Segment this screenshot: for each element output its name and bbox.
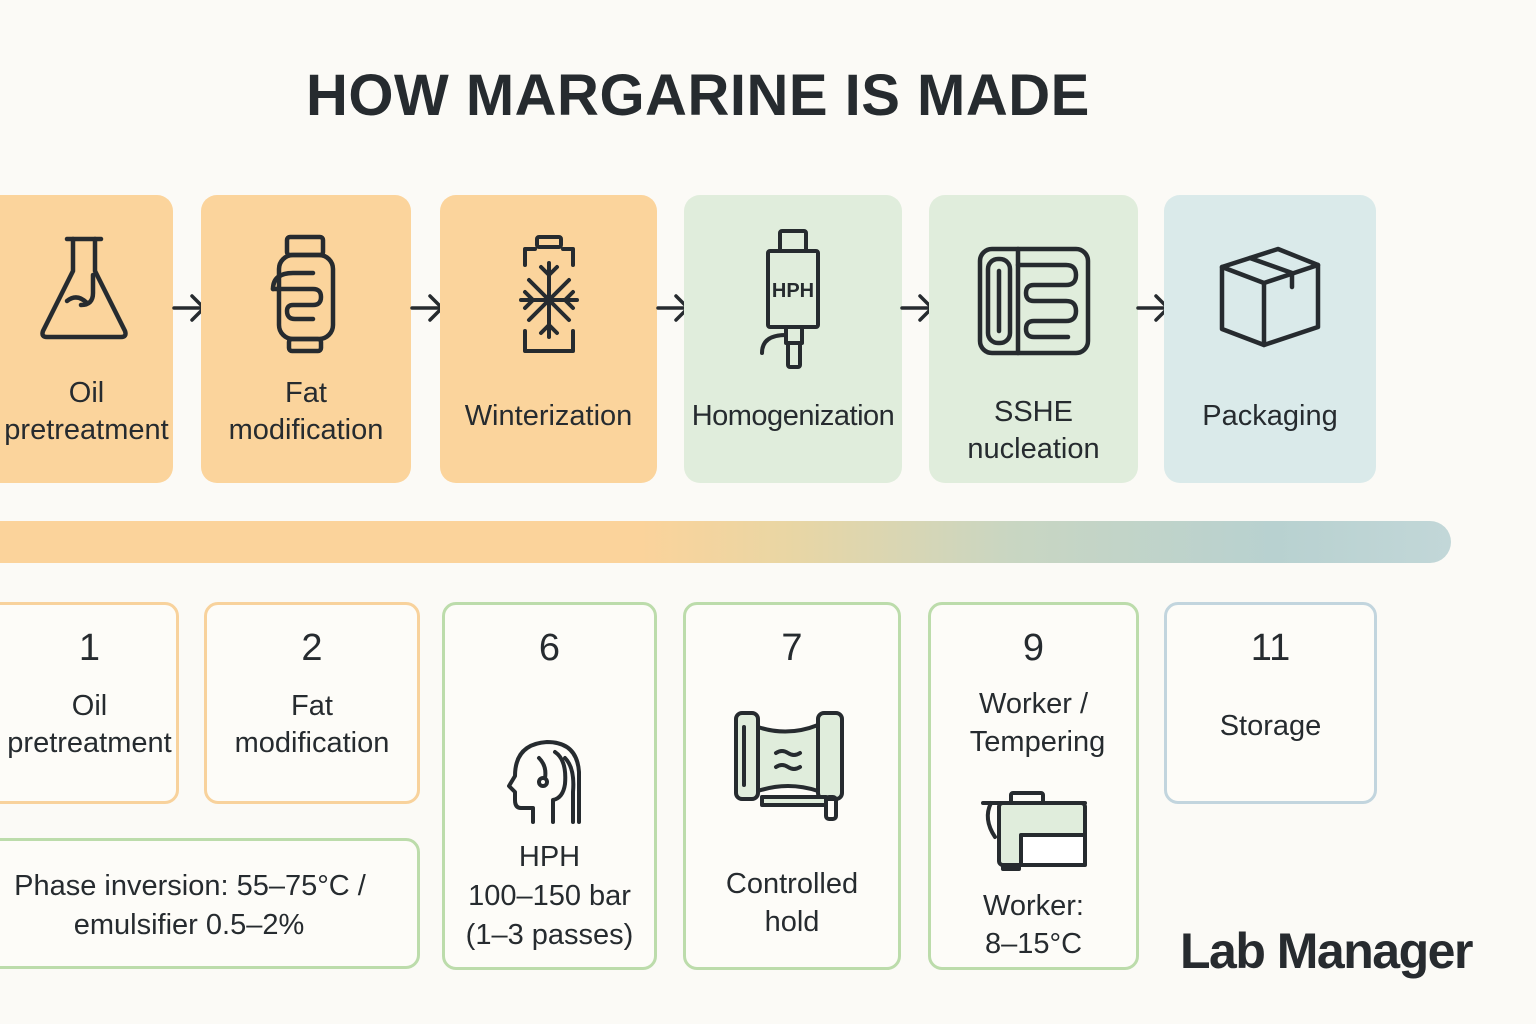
process-gradient-bar bbox=[0, 521, 1451, 563]
card-text-line3: Worker: bbox=[983, 890, 1084, 922]
phase-note-card: Phase inversion: 55–75°C / emulsifier 0.… bbox=[0, 838, 420, 969]
card-text-line1: Worker / bbox=[978, 688, 1089, 720]
step-label-line1: Fat bbox=[285, 377, 327, 409]
card-text-line4: 8–15°C bbox=[984, 928, 1083, 960]
card-text-line1: HPH bbox=[518, 841, 581, 873]
page-title: HOW MARGARINE IS MADE bbox=[306, 63, 1090, 128]
step-oil-pretreatment: Oil pretreatment bbox=[0, 195, 173, 483]
snowflake-container-icon bbox=[440, 235, 657, 355]
card-text-line2: hold bbox=[764, 906, 820, 938]
hph-text: HPH bbox=[772, 280, 814, 302]
card-text-line1: Fat bbox=[291, 690, 333, 722]
phase-note-line2: emulsifier 0.5–2% bbox=[73, 909, 305, 941]
detail-card-7: 7 Controlled hold bbox=[683, 602, 901, 970]
card-number: 2 bbox=[301, 627, 323, 669]
card-text-line2: 100–150 bar bbox=[468, 880, 631, 912]
step-label-line1: Homogenization bbox=[691, 400, 895, 432]
card-number: 7 bbox=[781, 627, 803, 669]
step-label-line1: Winterization bbox=[464, 400, 633, 432]
card-text-line2: Tempering bbox=[969, 726, 1106, 758]
step-label-line1: Oil bbox=[68, 377, 105, 409]
step-label-line1: Packaging bbox=[1202, 400, 1338, 432]
step-sshe-nucleation: SSHE nucleation bbox=[929, 195, 1138, 483]
card-text-line2: modification bbox=[234, 727, 390, 759]
homogenizer-icon: HPH bbox=[684, 229, 902, 373]
tank-coil-icon bbox=[201, 233, 411, 355]
detail-card-1: 1 Oil pretreatment bbox=[0, 602, 179, 804]
card-text-line1: Storage bbox=[1219, 710, 1322, 742]
card-number: 1 bbox=[78, 627, 101, 669]
card-text-line3: (1–3 passes) bbox=[465, 919, 634, 951]
detail-card-6: 6 HPH 100–150 bar (1–3 passes) bbox=[442, 602, 657, 970]
heat-exchanger-icon bbox=[929, 246, 1138, 356]
holding-tank-icon bbox=[734, 711, 844, 821]
flask-icon bbox=[0, 231, 173, 343]
detail-card-9: 9 Worker / Tempering Worker: 8–15°C bbox=[928, 602, 1139, 970]
box-icon bbox=[1164, 245, 1376, 349]
step-label-line1: SSHE bbox=[994, 396, 1073, 428]
card-text-line1: Controlled bbox=[725, 868, 859, 900]
tempering-machine-icon bbox=[981, 791, 1087, 871]
card-text-line1: Oil bbox=[71, 690, 108, 722]
detail-card-11: 11 Storage bbox=[1164, 602, 1377, 804]
card-number: 11 bbox=[1250, 627, 1291, 669]
step-winterization: Winterization bbox=[440, 195, 657, 483]
step-label-line2: nucleation bbox=[967, 433, 1100, 465]
card-number: 9 bbox=[1022, 627, 1045, 669]
step-fat-modification: Fat modification bbox=[201, 195, 411, 483]
head-profile-icon bbox=[507, 740, 581, 824]
lab-manager-logo: Lab Manager bbox=[1180, 923, 1473, 979]
card-number: 6 bbox=[538, 627, 561, 669]
step-label-line2: modification bbox=[228, 414, 384, 446]
step-homogenization: HPH Homogenization bbox=[684, 195, 902, 483]
card-text-line2: pretreatment bbox=[7, 727, 172, 759]
step-packaging: Packaging bbox=[1164, 195, 1376, 483]
phase-note-line1: Phase inversion: 55–75°C / bbox=[14, 870, 366, 902]
detail-card-2: 2 Fat modification bbox=[204, 602, 420, 804]
step-label-line2: pretreatment bbox=[4, 414, 169, 446]
